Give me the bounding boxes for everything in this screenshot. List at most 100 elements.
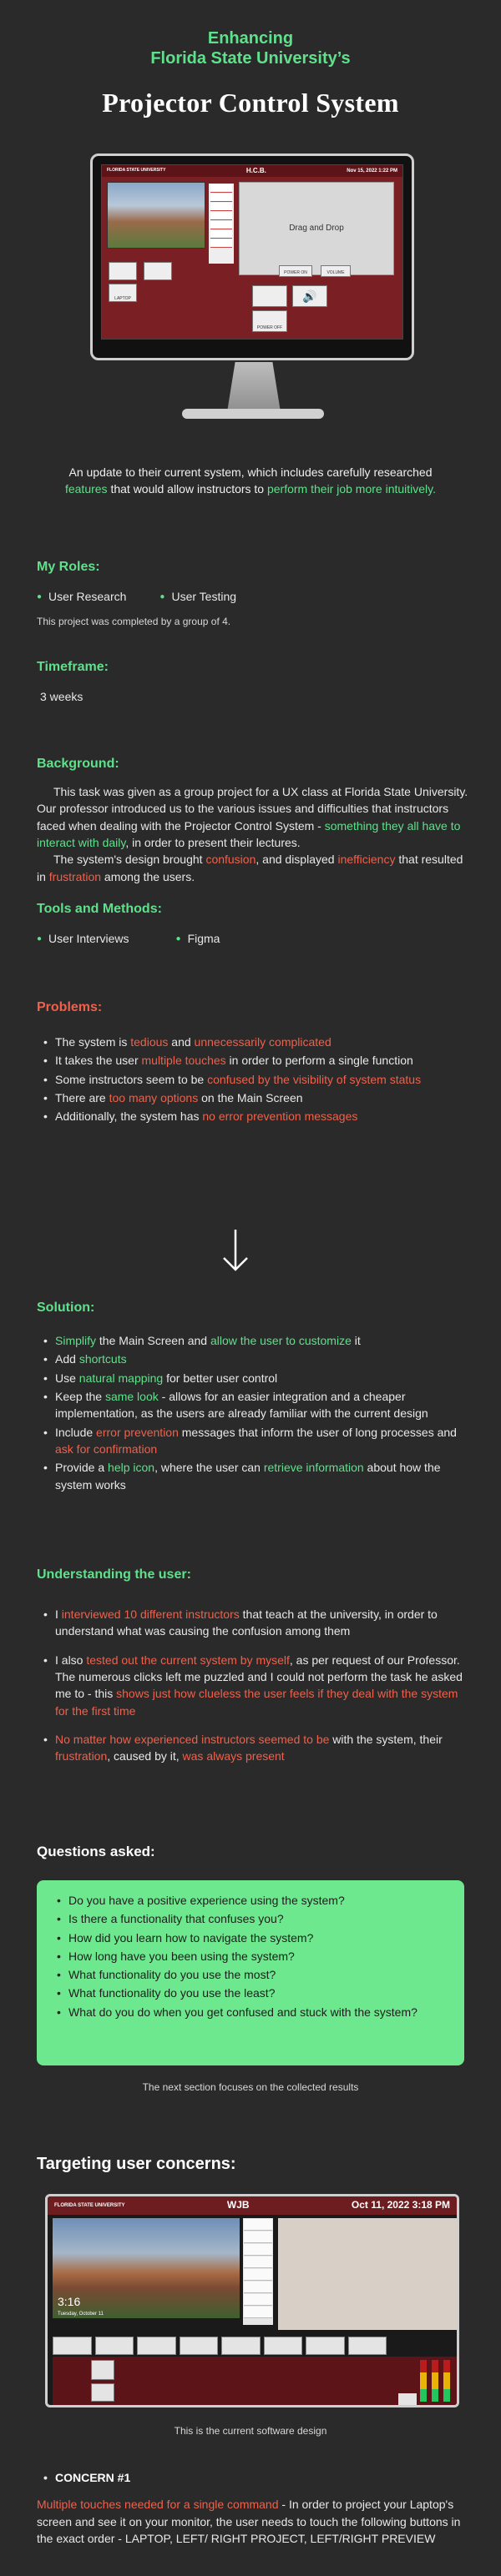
- source-menu[interactable]: [209, 184, 234, 264]
- solution-heading: Solution:: [37, 1301, 95, 1315]
- tools-section: Tools and Methods: User Interviews Figma: [37, 899, 471, 947]
- roles-heading: My Roles:: [37, 560, 100, 574]
- software-button[interactable]: [179, 2337, 218, 2355]
- monitor-header-center: H.C.B.: [245, 167, 266, 175]
- questions-section: Questions asked:: [37, 1842, 471, 1863]
- tile-power-off[interactable]: POWER OFF: [252, 310, 287, 332]
- tile-mini-2[interactable]: [144, 262, 172, 280]
- question-item: What functionality do you use the least?: [50, 1985, 451, 2002]
- timeframe-value: 3 weeks: [40, 690, 84, 704]
- understanding-item: I interviewed 10 different instructors t…: [37, 1606, 471, 1640]
- monitor-stand-base: [182, 409, 324, 419]
- questions-box: Do you have a positive experience using …: [37, 1880, 464, 2065]
- tool-item: User Interviews: [37, 930, 129, 947]
- timeframe-heading: Timeframe:: [37, 660, 109, 674]
- drag-drop-label: Drag and Drop: [289, 223, 344, 233]
- problems-section: Problems: The system is tedious and unne…: [37, 998, 471, 1127]
- concern-1: CONCERN #1 Multiple touches needed for a…: [37, 2469, 471, 2547]
- monitor-bezel: FLORIDA STATE UNIVERSITY H.C.B. Nov 15, …: [90, 153, 414, 360]
- question-item: Is there a functionality that confuses y…: [50, 1910, 451, 1928]
- concern-1-title: CONCERN #1: [37, 2469, 471, 2487]
- software-date: Tuesday, October 11: [58, 2312, 104, 2317]
- software-header: FLORIDA STATE UNIVERSITY WJB Oct 11, 202…: [48, 2196, 457, 2215]
- software-button[interactable]: [221, 2337, 261, 2355]
- concerns-section: Targeting user concerns:: [37, 2152, 471, 2176]
- solution-item: Simplify the Main Screen and allow the u…: [37, 1332, 471, 1350]
- software-header-center: WJB: [226, 2199, 250, 2211]
- background-paragraph-1: This task was given as a group project f…: [37, 785, 468, 850]
- tile-mini-1[interactable]: [109, 262, 137, 280]
- software-button[interactable]: [347, 2337, 387, 2355]
- monitor-header-right: Nov 15, 2022 1:22 PM: [347, 168, 397, 174]
- software-laptop-button[interactable]: [91, 2360, 114, 2380]
- problem-item: The system is tedious and unnecessarily …: [37, 1034, 471, 1051]
- understanding-item: I also tested out the current system by …: [37, 1652, 471, 1719]
- tools-heading: Tools and Methods:: [37, 902, 162, 916]
- intro-text: An update to their current system, which…: [64, 465, 437, 496]
- hero-subtitle-line2: Florida State University’s: [150, 49, 351, 68]
- software-power-button[interactable]: [398, 2393, 417, 2405]
- software-caption: This is the current software design: [174, 2425, 327, 2437]
- software-button[interactable]: [263, 2337, 302, 2355]
- question-item: Do you have a positive experience using …: [50, 1892, 451, 1909]
- solution-item: Provide a help icon, where the user can …: [37, 1459, 471, 1493]
- campus-photo: [107, 182, 205, 249]
- problem-item: There are too many options on the Main S…: [37, 1089, 471, 1107]
- understanding-heading: Understanding the user:: [37, 1567, 191, 1582]
- problem-item: It takes the user multiple touches in or…: [37, 1052, 471, 1069]
- understanding-item: No matter how experienced instructors se…: [37, 1731, 471, 1765]
- drag-drop-area[interactable]: Drag and Drop: [239, 182, 394, 275]
- solution-item: Add shortcuts: [37, 1351, 471, 1368]
- software-bottom-panel: [53, 2357, 457, 2405]
- roles-section: My Roles: User Research User Testing Thi…: [37, 557, 471, 630]
- down-arrow-icon: [223, 1230, 248, 1271]
- understanding-section: Understanding the user: I interviewed 10…: [37, 1565, 471, 1777]
- software-button[interactable]: [306, 2337, 345, 2355]
- question-item: What functionality do you use the most?: [50, 1966, 451, 1984]
- hero-title: Projector Control System: [102, 88, 399, 118]
- monitor-screen: FLORIDA STATE UNIVERSITY H.C.B. Nov 15, …: [101, 164, 403, 340]
- software-header-right: Oct 11, 2022 3:18 PM: [351, 2199, 450, 2211]
- software-header-left: FLORIDA STATE UNIVERSITY: [54, 2202, 125, 2208]
- software-button[interactable]: [53, 2337, 92, 2355]
- hero-subtitle-line1: Enhancing: [207, 29, 294, 48]
- next-section-note: The next section focuses on the collecte…: [142, 2081, 359, 2093]
- question-item: How did you learn how to navigate the sy…: [50, 1929, 451, 1947]
- monitor-header-left: FLORIDA STATE UNIVERSITY: [107, 168, 166, 174]
- software-volume-sliders[interactable]: [392, 2360, 450, 2402]
- background-heading: Background:: [37, 757, 119, 771]
- roles-note: This project was completed by a group of…: [37, 616, 231, 628]
- tile-volume[interactable]: VOLUME: [321, 265, 351, 277]
- software-source-button[interactable]: [91, 2383, 114, 2402]
- background-paragraph-2: The system's design brought confusion, a…: [37, 853, 463, 883]
- tile-speaker[interactable]: 🔊: [292, 285, 327, 307]
- concerns-heading: Targeting user concerns:: [37, 2155, 236, 2173]
- role-item: User Testing: [159, 588, 236, 605]
- question-item: How long have you been using the system?: [50, 1948, 451, 1965]
- problem-item: Some instructors seem to be confused by …: [37, 1071, 471, 1089]
- tool-item: Figma: [176, 930, 220, 947]
- problem-item: Additionally, the system has no error pr…: [37, 1108, 471, 1125]
- solution-item: Include error prevention messages that i…: [37, 1424, 471, 1458]
- tile-power-on[interactable]: POWER ON: [279, 265, 312, 277]
- software-button-strip: [53, 2337, 387, 2355]
- current-software-screenshot: FLORIDA STATE UNIVERSITY WJB Oct 11, 202…: [45, 2194, 459, 2407]
- software-button[interactable]: [137, 2337, 176, 2355]
- software-button[interactable]: [94, 2337, 134, 2355]
- solution-section: Solution: Simplify the Main Screen and a…: [37, 1298, 471, 1495]
- software-source-menu[interactable]: [243, 2218, 273, 2325]
- tile-laptop[interactable]: LAPTOP: [109, 284, 137, 302]
- questions-heading: Questions asked:: [37, 1844, 155, 1859]
- problems-heading: Problems:: [37, 1000, 103, 1014]
- software-campus-photo: 3:16 Tuesday, October 11: [53, 2218, 240, 2318]
- timeframe-section: Timeframe: 3 weeks: [37, 657, 471, 705]
- hero-subtitle: Enhancing Florida State University’s: [0, 0, 501, 68]
- monitor-mockup: FLORIDA STATE UNIVERSITY H.C.B. Nov 15, …: [90, 153, 414, 419]
- concern-1-text: Multiple touches needed for a single com…: [37, 2498, 461, 2545]
- background-section: Background: This task was given as a gro…: [37, 754, 471, 885]
- tile-power-settings[interactable]: [252, 285, 287, 307]
- software-preview-area[interactable]: [278, 2218, 457, 2330]
- monitor-screen-header: FLORIDA STATE UNIVERSITY H.C.B. Nov 15, …: [102, 165, 402, 177]
- solution-item: Keep the same look - allows for an easie…: [37, 1388, 471, 1422]
